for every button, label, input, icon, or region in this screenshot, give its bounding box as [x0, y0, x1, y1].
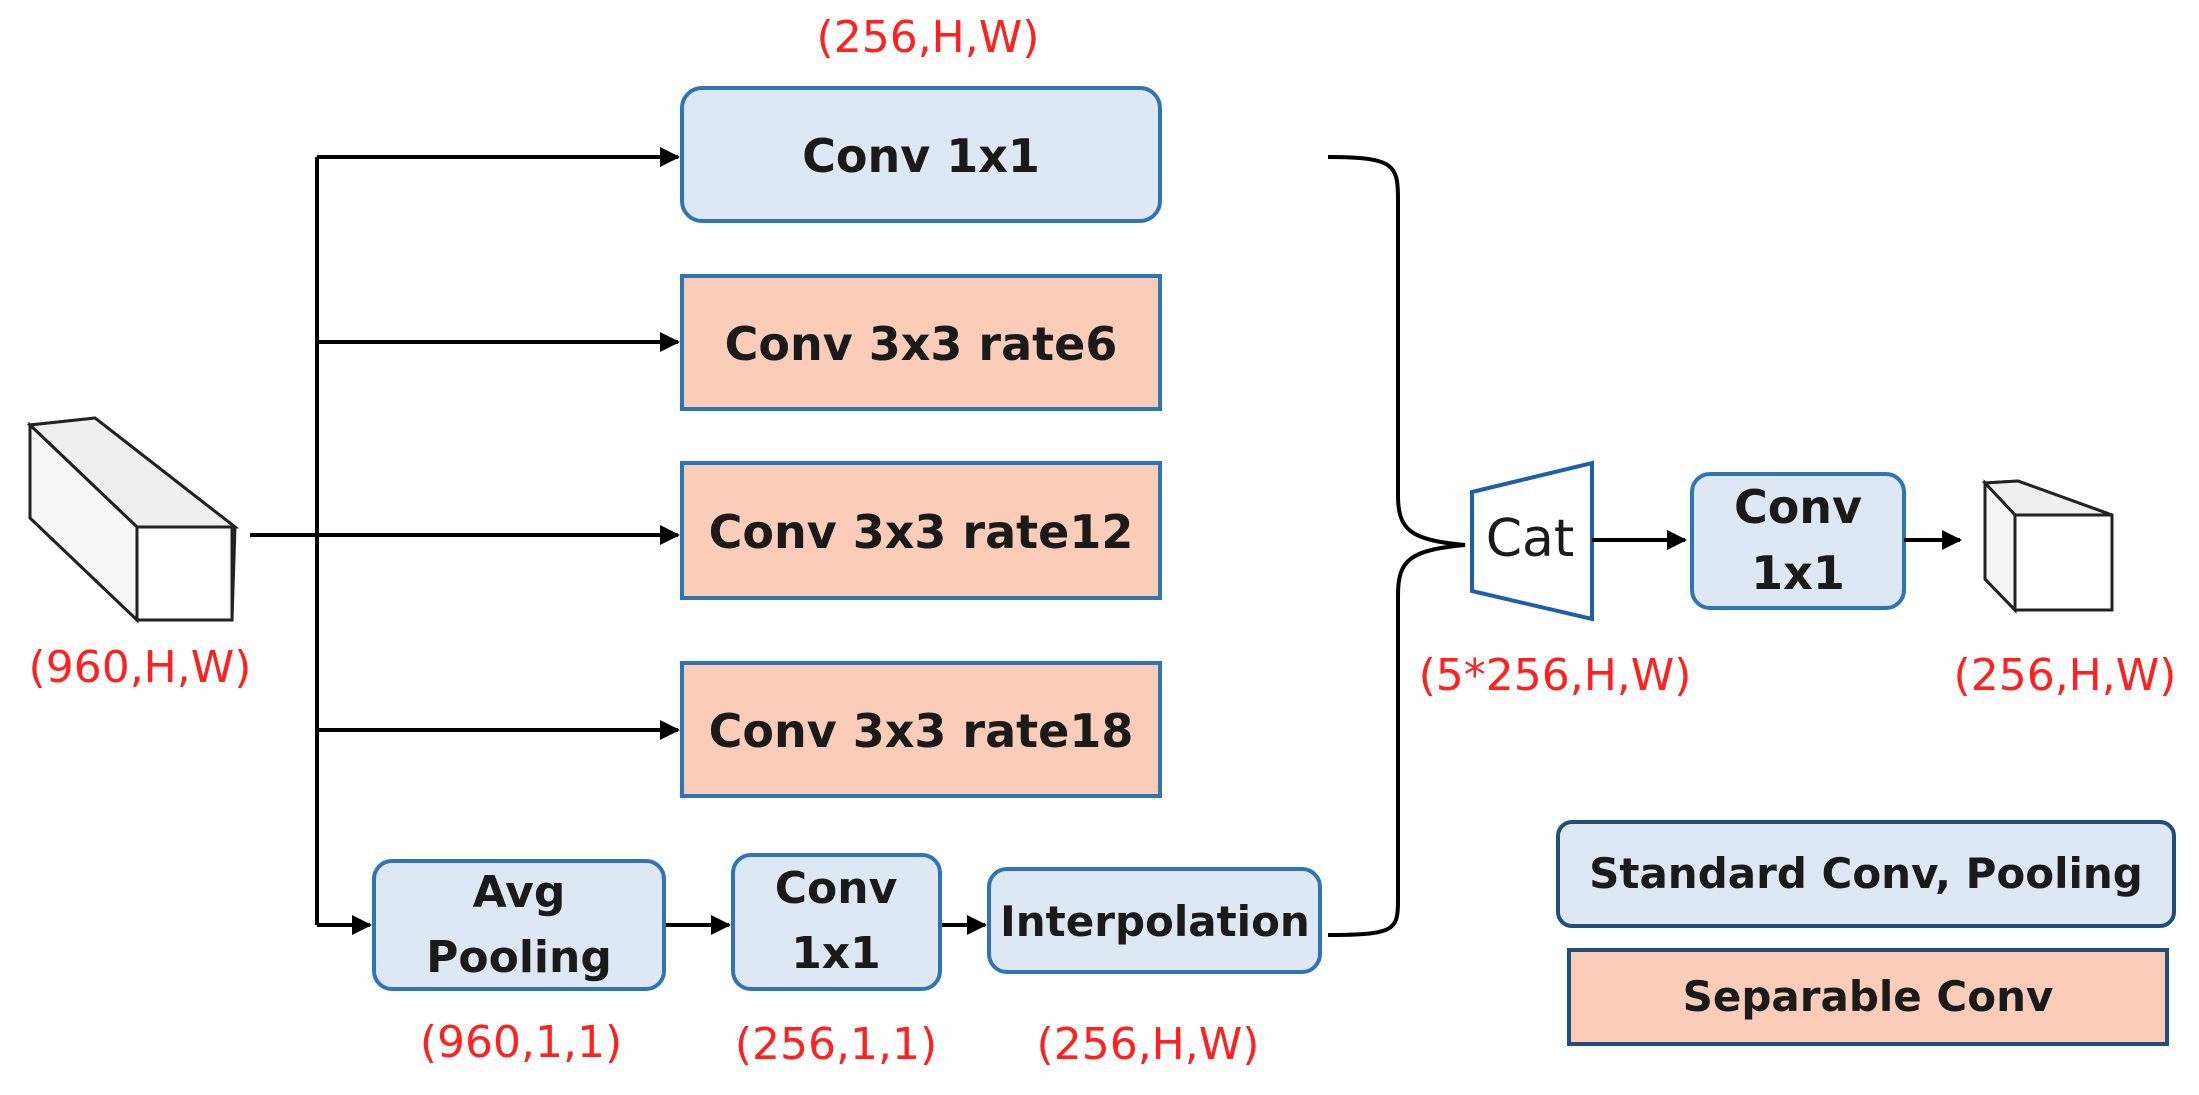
legend-separable: Separable Conv — [1567, 948, 2169, 1046]
conv-rate18-block: Conv 3x3 rate18 — [680, 661, 1162, 798]
input-tensor-icon — [26, 416, 240, 624]
legend: Standard Conv, Pooling Separable Conv — [1556, 820, 2176, 1046]
conv-rate12-block: Conv 3x3 rate12 — [680, 461, 1162, 600]
pool-conv-label-line2: 1x1 — [791, 928, 881, 979]
input-dim-label: (960,H,W) — [29, 642, 252, 693]
avg-pooling-block: Avg Pooling — [372, 859, 666, 991]
merge-brace — [1327, 155, 1466, 937]
interpolation-dim-label: (256,H,W) — [1037, 1019, 1260, 1070]
pool-conv1x1-block: Conv 1x1 — [731, 853, 942, 991]
conv-rate18-label: Conv 3x3 rate18 — [709, 704, 1134, 758]
legend-standard: Standard Conv, Pooling — [1556, 820, 2176, 928]
legend-standard-label: Standard Conv, Pooling — [1589, 849, 2143, 898]
conv1x1-block: Conv 1x1 — [680, 86, 1162, 223]
pool-conv-dim-label: (256,1,1) — [735, 1019, 937, 1070]
pool-conv-label-line1: Conv — [775, 863, 898, 914]
concat-label: Cat — [1486, 509, 1575, 569]
final-conv-label-line2: 1x1 — [1751, 546, 1845, 600]
output-tensor-icon — [1981, 479, 2114, 614]
avg-pooling-label-line1: Avg — [473, 867, 566, 918]
interpolation-label: Interpolation — [1000, 897, 1310, 946]
concat-block: Cat — [1470, 460, 1594, 622]
output-dim-label: (256,H,W) — [1954, 650, 2177, 701]
legend-separable-label: Separable Conv — [1683, 972, 2054, 1021]
concat-dim-label: (5*256,H,W) — [1419, 650, 1692, 701]
avg-pooling-dim-label: (960,1,1) — [420, 1017, 622, 1068]
branch-connectors — [250, 147, 987, 935]
conv1x1-label: Conv 1x1 — [802, 129, 1040, 183]
conv-rate6-label: Conv 3x3 rate6 — [725, 317, 1118, 371]
conv-rate12-label: Conv 3x3 rate12 — [709, 505, 1134, 559]
conv1x1-dim-label: (256,H,W) — [817, 12, 1040, 63]
interpolation-block: Interpolation — [987, 867, 1322, 974]
final-conv-label-line1: Conv — [1734, 480, 1862, 534]
conv-rate6-block: Conv 3x3 rate6 — [680, 274, 1162, 411]
avg-pooling-label-line2: Pooling — [426, 932, 612, 983]
final-conv-block: Conv 1x1 — [1690, 472, 1906, 610]
